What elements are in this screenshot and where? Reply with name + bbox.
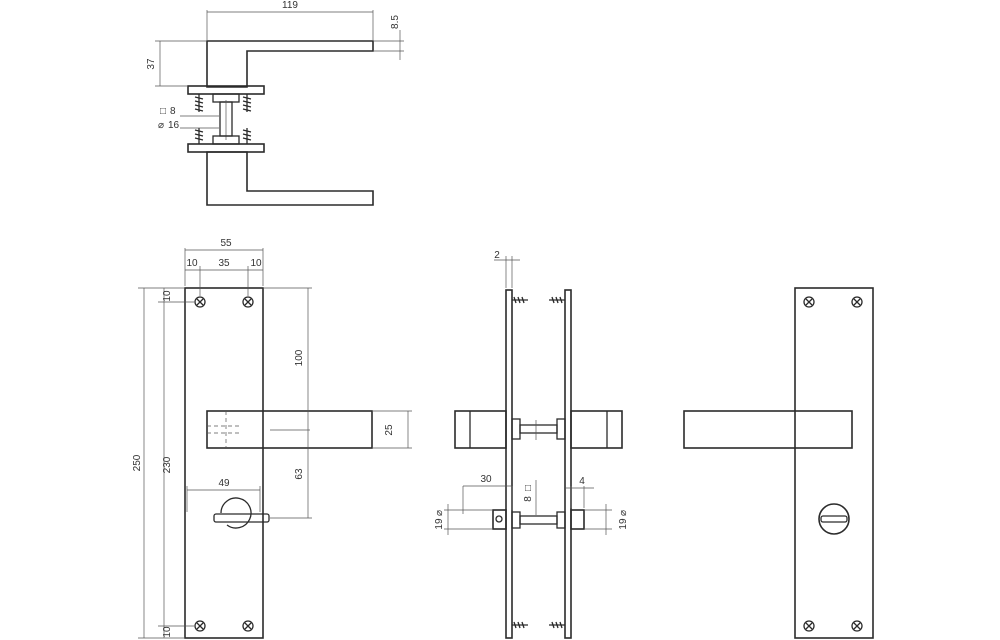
- dim-hole-margin-left: 10: [186, 258, 198, 269]
- dim-turn-diameter: 19: [434, 518, 445, 530]
- dim-top-hole-offset: 10: [162, 290, 173, 302]
- dim-indicator-diameter: 19: [618, 518, 629, 530]
- dim-lever-thickness: 8.5: [390, 15, 401, 29]
- dim-plate-width: 55: [220, 238, 232, 249]
- side-square-symbol: □: [523, 485, 534, 491]
- back-emergency-release: [818, 503, 850, 535]
- dim-rose-diameter: 16: [168, 120, 180, 131]
- front-view: 55 10 35 10 250 230 10 10 100 63 25: [132, 238, 412, 639]
- dim-plate-thickness: 2: [494, 250, 500, 261]
- side-lever-left: [454, 410, 507, 449]
- dim-indicator-offset: 4: [579, 476, 585, 487]
- dim-hole-spacing: 35: [218, 258, 230, 269]
- dim-hole-margin-right: 10: [250, 258, 262, 269]
- front-backplate: [184, 287, 264, 639]
- dim-bottom-hole-offset: 10: [162, 626, 173, 638]
- screws-upper: [194, 94, 252, 112]
- side-screws: [512, 296, 565, 629]
- side-plate-right: [564, 289, 572, 639]
- dim-plate-height: 250: [132, 454, 143, 471]
- side-diameter-symbol-left: ⌀: [434, 510, 445, 516]
- rose-diameter-symbol: ⌀: [158, 120, 164, 131]
- dim-handle-to-top: 100: [294, 349, 305, 366]
- spindle-square-symbol: □: [160, 106, 166, 117]
- dim-spindle-square: 8: [170, 106, 176, 117]
- front-lever-handle: [206, 410, 373, 449]
- dim-turn-width: 49: [218, 478, 230, 489]
- dim-handle-height: 25: [384, 424, 395, 436]
- top-lever-upper: [206, 40, 374, 88]
- side-diameter-symbol-right: ⌀: [618, 510, 629, 516]
- front-thumb-turn: [213, 497, 270, 529]
- dim-lever-length: 119: [282, 0, 298, 11]
- dim-hole-distance: 230: [162, 456, 173, 473]
- front-screws: [194, 296, 254, 632]
- top-view: 119 8.5 37 □ 8 ⌀ 16: [146, 0, 404, 206]
- dim-projection: 37: [146, 58, 157, 70]
- side-thumb-turn: [492, 509, 507, 530]
- side-view: 2 30 □ 8 4 ⌀ 19 ⌀ 19: [434, 250, 629, 639]
- back-lever-handle: [683, 410, 853, 449]
- back-backplate: [794, 287, 874, 639]
- side-plate-left: [505, 289, 513, 639]
- dim-side-spindle-square: 8: [523, 496, 534, 502]
- back-screws: [803, 296, 863, 632]
- dim-handle-to-turn: 63: [294, 468, 305, 480]
- top-rose-lower: [187, 143, 265, 153]
- dim-turn-projection: 30: [480, 474, 492, 485]
- side-indicator: [570, 509, 585, 530]
- side-lever-right: [570, 410, 623, 449]
- side-spindle: [519, 424, 558, 434]
- screws-lower: [194, 128, 252, 144]
- top-lever-lower: [206, 151, 374, 206]
- back-view: [683, 287, 874, 639]
